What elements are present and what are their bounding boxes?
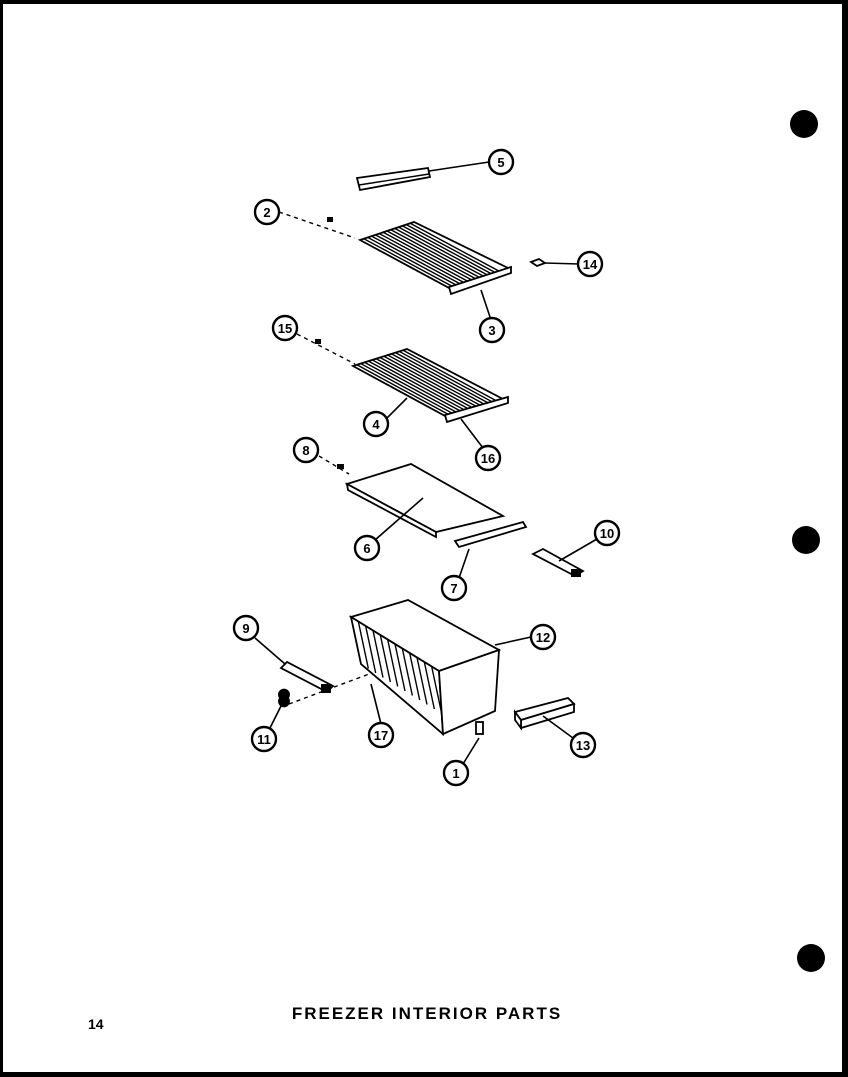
shelf-wire [356,364,452,417]
callout-2: 2 [253,198,281,226]
shelf-wire [383,355,479,408]
callout-5-label: 5 [497,155,504,170]
callout-14-label: 14 [583,257,598,272]
shelf-wire [382,231,475,282]
shelf-wire [386,639,399,687]
shelf-wire [378,232,471,284]
shelf-wire [408,652,421,701]
callout-6-label: 6 [363,541,370,556]
callout-11-label: 11 [257,732,271,747]
shelf-wire [401,648,414,696]
callout-16-label: 16 [481,451,495,466]
callout-12-label: 12 [536,630,550,645]
callout-17: 17 [367,721,395,749]
callout-11: 11 [250,725,278,753]
callout-2-label: 2 [263,205,270,220]
exploded-parts-diagram: 5 2 14 3 15 4 16 8 6 10 7 9 12 11 17 1 1… [232,148,621,787]
page-title: FREEZER INTERIOR PARTS [291,1004,563,1023]
part-5-trim [355,161,490,192]
shelf-wire [398,350,494,404]
shelf-wire [364,625,377,674]
callout-9-label: 9 [242,621,249,636]
part-9-slide-rail [254,637,382,731]
binder-hole-top [790,110,818,138]
binder-hole-middle [792,526,820,554]
shelf-wire [390,229,483,280]
callout-4-label: 4 [372,417,380,432]
callout-1: 1 [442,759,470,787]
callout-15: 15 [271,314,299,342]
callout-13-label: 13 [576,738,590,753]
shelf-wire [391,353,486,406]
callout-7-label: 7 [450,581,457,596]
shelf-wire [398,226,490,277]
shelf-wire [416,657,428,705]
callout-10: 10 [593,519,621,547]
shelf-wire [367,236,460,288]
shelf-wire [405,223,498,275]
callout-4: 4 [362,410,390,438]
callout-6: 6 [353,534,381,562]
part-4-wire-shelf [296,333,509,449]
callout-10-label: 10 [600,526,614,541]
shelf-wire [379,634,392,683]
callout-5: 5 [487,148,515,176]
callout-15-label: 15 [278,321,292,336]
shelf-wire [372,630,384,678]
shelf-wire [386,230,479,281]
callout-14: 14 [576,250,604,278]
shelf-wire [430,666,443,714]
shelf-wire [360,362,456,416]
part-1-clip [462,721,484,765]
shelf-wire [371,235,463,286]
parts-sheet: 5 2 14 3 15 4 16 8 6 10 7 9 12 11 17 1 1… [3,4,842,1072]
part-6-glass-shelf [318,455,598,579]
callout-7: 7 [440,574,468,602]
shelf-wire [402,349,498,402]
page-number: 14 [88,1016,104,1032]
callout-17-label: 17 [374,728,388,743]
shelf-wire [363,238,456,289]
shelf-wire [395,352,490,405]
shelf-wire [379,356,475,410]
callout-3-label: 3 [488,323,495,338]
shelf-wire [371,359,467,412]
shelf-wire [387,354,483,407]
shelf-wire [368,360,463,413]
callout-16: 16 [474,444,502,472]
binder-hole-bottom [797,944,825,972]
callout-9: 9 [232,614,260,642]
callout-1-label: 1 [452,766,459,781]
shelf-wire [357,621,370,669]
shelf-wire [375,358,471,411]
shelf-wire [394,643,406,692]
shelf-wire [394,227,487,279]
shelf-wire [375,234,467,285]
callout-8-label: 8 [302,443,309,458]
part-12-wire-basket [348,599,532,737]
callout-3: 3 [478,316,506,344]
callout-12: 12 [529,623,557,651]
part-3-wire-shelf [278,211,580,321]
shelf-wire [409,222,502,273]
callout-8: 8 [292,436,320,464]
shelf-wire [423,661,436,710]
shelf-wire [364,361,459,414]
shelf-wire [402,225,494,276]
part-13-bar [513,696,576,739]
callout-13: 13 [569,731,597,759]
